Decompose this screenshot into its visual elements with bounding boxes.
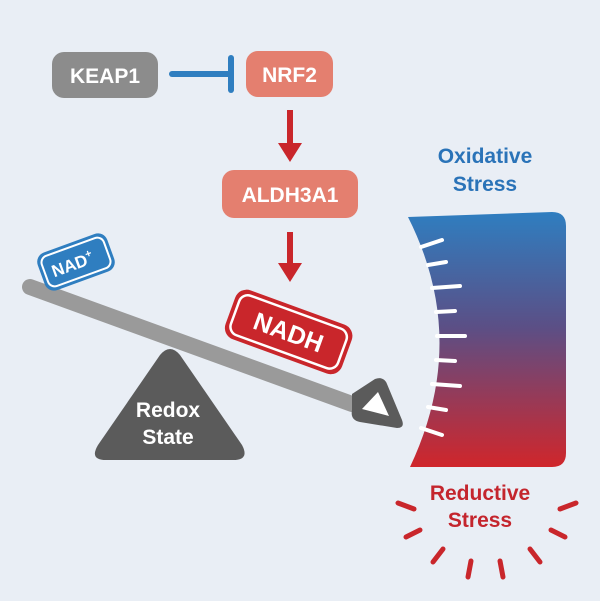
gauge-tick xyxy=(434,358,457,363)
fulcrum-triangle xyxy=(94,349,245,460)
keap1-box xyxy=(52,52,158,98)
reductive-stress-label: Reductive Stress xyxy=(430,482,530,532)
keap1-node: KEAP1 xyxy=(52,52,158,98)
alarm-ray xyxy=(395,500,417,512)
gauge-tick xyxy=(426,405,448,412)
reductive-line2: Stress xyxy=(448,509,512,532)
redox-fulcrum: Redox State xyxy=(94,349,245,460)
gauge-body xyxy=(408,212,566,467)
alarm-ray xyxy=(497,558,506,580)
alarm-ray xyxy=(465,558,474,580)
gauge-tick xyxy=(426,260,448,267)
arrow-head xyxy=(278,263,302,282)
seesaw-beam xyxy=(22,279,403,428)
alarm-ray xyxy=(430,546,446,565)
gauge-tick xyxy=(430,284,462,290)
nrf2-node: NRF2 xyxy=(246,51,333,97)
gauge-tick xyxy=(434,309,457,314)
keap1-label: KEAP1 xyxy=(70,65,140,88)
beam-bar xyxy=(22,279,360,412)
nad-sup: + xyxy=(83,248,93,261)
arrow-nrf2-to-aldh3a1 xyxy=(278,110,302,162)
arrow-aldh3a1-to-nadh xyxy=(278,232,302,282)
nadh-badge-inner-border xyxy=(229,293,349,370)
gauge-tick xyxy=(419,426,444,437)
aldh3a1-box xyxy=(222,170,358,218)
nad-badge-fill xyxy=(37,233,115,291)
nrf2-box xyxy=(246,51,333,97)
gauge-tick xyxy=(430,382,462,388)
nadh-badge: NADH xyxy=(224,289,353,375)
nad-badge-inner-border xyxy=(40,236,112,288)
reductive-line1: Reductive xyxy=(430,482,530,505)
gauge-tick xyxy=(419,238,444,249)
inhibition-arrow xyxy=(169,55,234,93)
alarm-rays-icon xyxy=(395,500,579,580)
alarm-ray xyxy=(557,500,579,512)
alarm-ray xyxy=(403,527,423,540)
alarm-ray xyxy=(527,546,543,565)
beam-pointer-icon xyxy=(362,392,389,416)
aldh3a1-label: ALDH3A1 xyxy=(242,184,339,207)
aldh3a1-node: ALDH3A1 xyxy=(222,170,358,218)
oxidative-stress-label: Oxidative Stress xyxy=(438,145,533,196)
stress-gauge xyxy=(408,212,566,467)
oxidative-line2: Stress xyxy=(453,173,517,196)
alarm-ray xyxy=(548,527,568,540)
redox-label-line1: Redox xyxy=(136,399,201,422)
oxidative-line1: Oxidative xyxy=(438,145,533,168)
arrow-head xyxy=(278,143,302,162)
nrf2-label: NRF2 xyxy=(262,64,317,87)
gauge-ticks xyxy=(419,238,467,437)
nad-badge: NAD+ xyxy=(37,233,115,291)
nadh-badge-fill xyxy=(224,289,353,375)
redox-label-line2: State xyxy=(142,426,193,449)
